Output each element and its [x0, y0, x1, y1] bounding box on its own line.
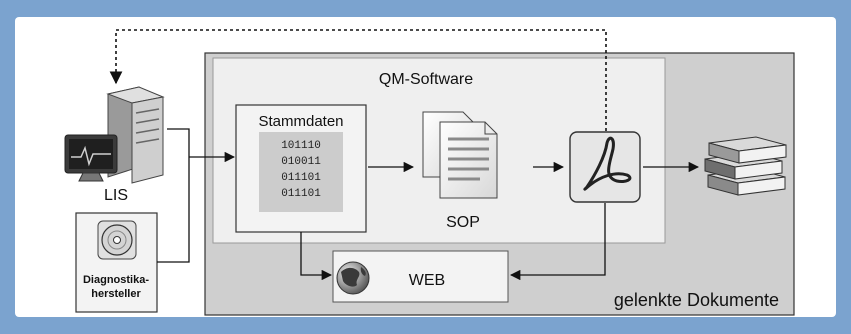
diagram-canvas: QM-Software Stammdaten 101110 010011 011… [15, 17, 836, 317]
binary-line: 010011 [281, 156, 321, 168]
monitor-icon [64, 134, 118, 182]
lis-label: LIS [104, 187, 128, 204]
controlled-documents-label: gelenkte Dokumente [614, 290, 779, 310]
dotted-feedback-arrow [109, 29, 607, 131]
binary-line: 011101 [281, 172, 321, 184]
server-icon [106, 86, 165, 184]
qm-software-label: QM-Software [379, 71, 473, 88]
web-label: WEB [409, 272, 445, 289]
binary-panel [259, 132, 343, 212]
sop-label: SOP [446, 214, 480, 231]
web-box [332, 250, 509, 303]
connector-diagnostics [157, 157, 190, 263]
globe-icon [336, 261, 370, 295]
pdf-icon [569, 131, 641, 203]
arrow-pdf-to-web [509, 203, 606, 281]
cd-icon [97, 220, 137, 260]
books-icon [704, 136, 787, 196]
workflow-diagram: QM-Software Stammdaten 101110 010011 011… [64, 29, 795, 316]
connector-lis [167, 128, 190, 157]
arrow-stammdaten-to-web [300, 232, 333, 281]
diagnostics-label-line2: hersteller [91, 288, 141, 300]
document-stack-icon [422, 111, 498, 199]
stammdaten-label: Stammdaten [258, 113, 343, 130]
diagnostics-label-line1: Diagnostika- [83, 274, 149, 286]
binary-line: 011101 [281, 188, 321, 200]
binary-line: 101110 [281, 140, 321, 152]
